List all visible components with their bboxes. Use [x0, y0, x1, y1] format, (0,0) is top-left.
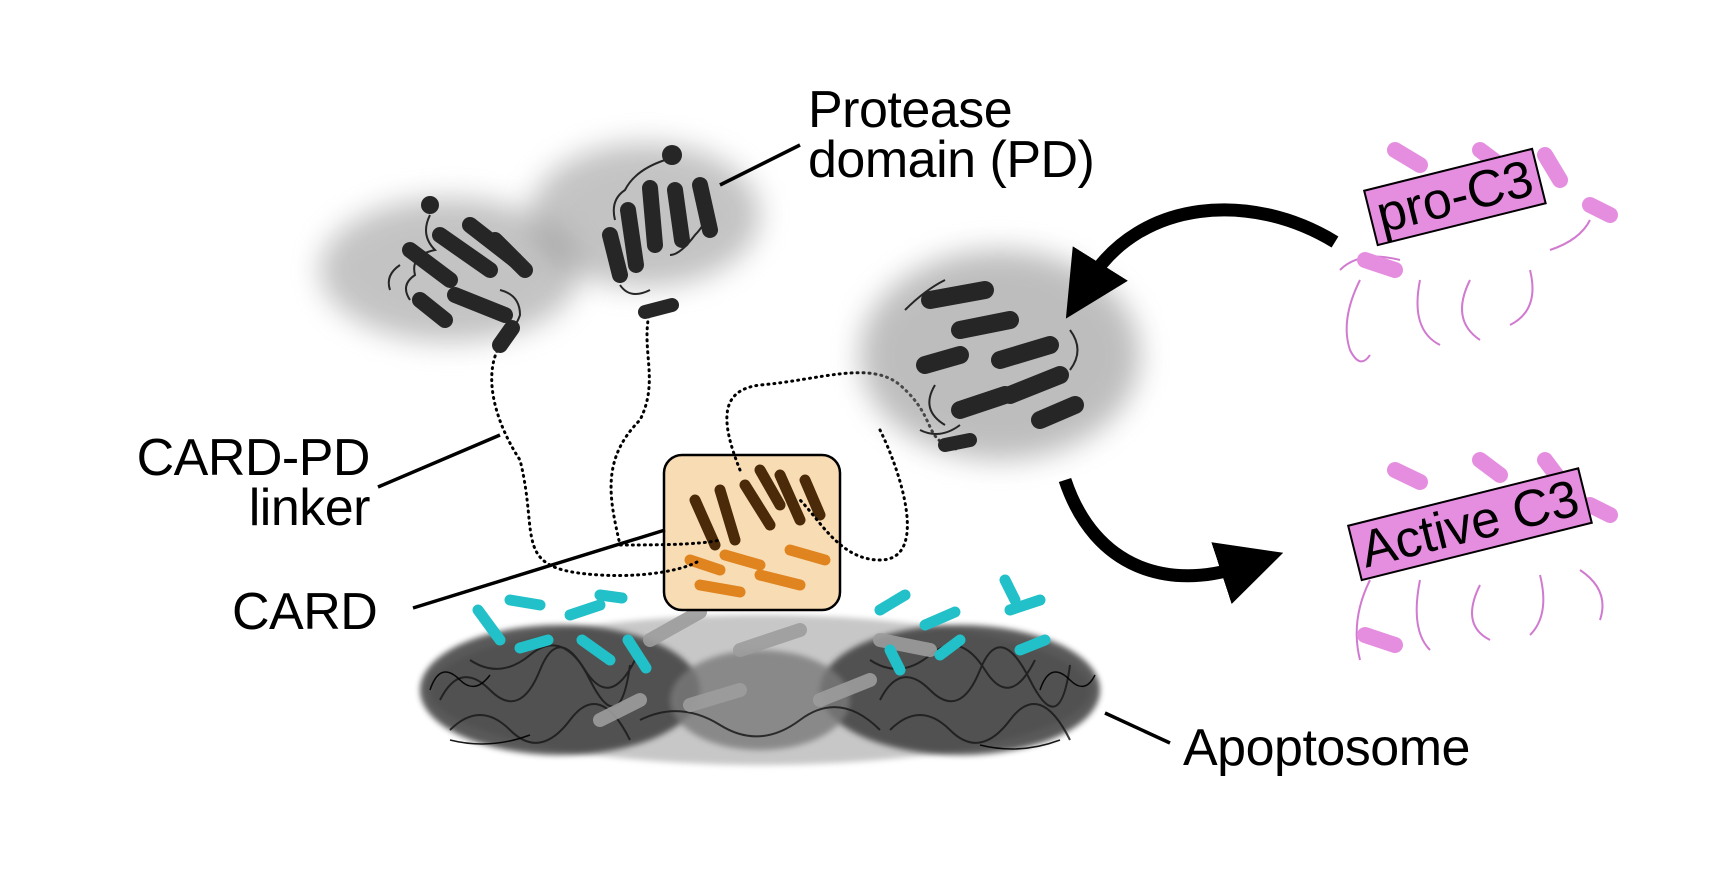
card-highlight-box — [662, 453, 842, 612]
protease-domain-label-line1: Protease — [808, 81, 1013, 139]
protease-domain-label-line2: domain (PD) — [808, 131, 1095, 189]
protease-domain-label: Protease domain (PD) — [808, 81, 1095, 189]
apoptosome-label: Apoptosome — [1183, 719, 1470, 777]
linker-label-line1: CARD-PD — [136, 429, 371, 487]
apoptosome-structure — [420, 574, 1100, 765]
protease-domain-3 — [860, 250, 1140, 460]
arrow-pd-to-active-c3 — [1058, 477, 1284, 604]
linker-label-line2: linker — [248, 479, 371, 537]
protease-domain-2 — [530, 143, 760, 319]
linker-label: CARD-PD linker — [80, 429, 371, 537]
card-label: CARD — [232, 583, 378, 641]
active-c3-structure — [1355, 452, 1618, 661]
leader-lines — [377, 143, 1171, 745]
protease-domain-1 — [320, 196, 580, 353]
arrow-pro-c3-to-pd — [1065, 203, 1339, 319]
